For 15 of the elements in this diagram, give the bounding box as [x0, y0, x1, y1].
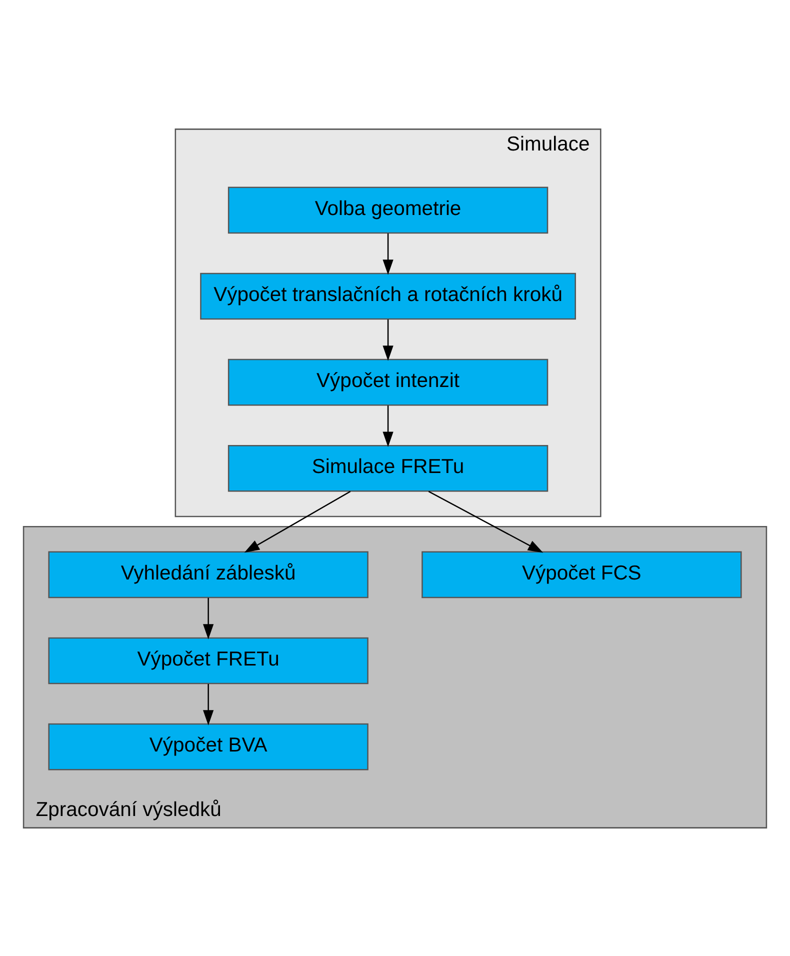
arrow [203, 597, 214, 639]
node-box: Výpočet BVA [48, 722, 368, 770]
arrow [428, 490, 544, 552]
arrow [382, 318, 394, 360]
node-box: Výpočet intenzit [228, 358, 548, 406]
arrow [382, 405, 394, 446]
node-box: Výpočet FCS [422, 550, 742, 598]
node-box: Volba geometrie [228, 186, 548, 234]
arrow [382, 232, 394, 274]
node-box: Vyhledání záblesků [48, 550, 368, 598]
node-box: Výpočet translačních a rotačních kroků [200, 272, 576, 320]
arrow [244, 490, 351, 552]
arrow [203, 683, 214, 725]
node-box: Výpočet FRETu [48, 636, 368, 684]
node-box: Simulace FRETu [228, 444, 548, 492]
